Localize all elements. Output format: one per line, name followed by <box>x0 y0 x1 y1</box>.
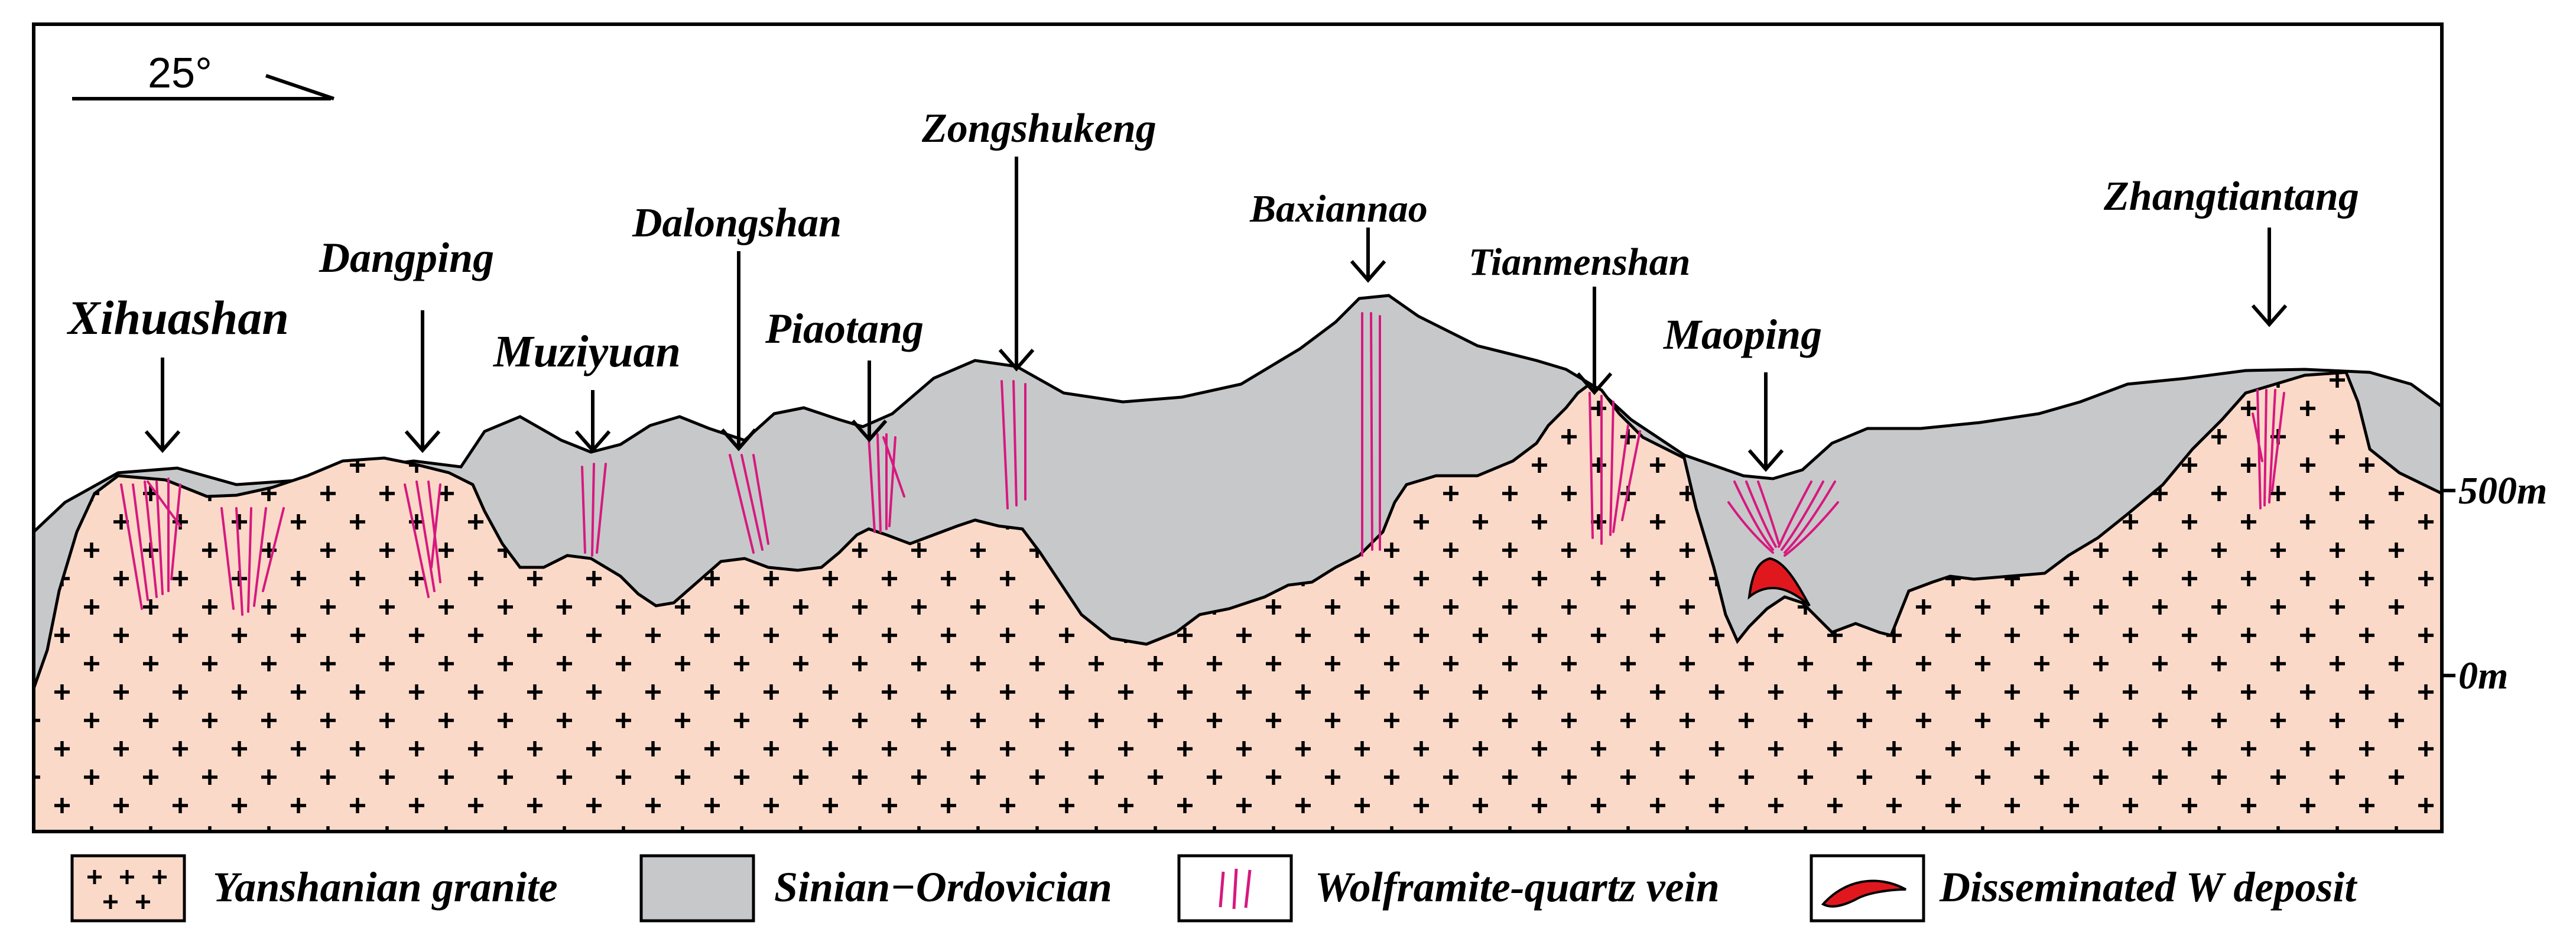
vein-swarm-baxiannao <box>1361 312 1381 557</box>
vein-swarm-dalongshan <box>729 454 769 554</box>
legend-swatch-sinian <box>639 854 755 923</box>
elevation-0m-label: 0m <box>2458 654 2508 697</box>
vein-swarm-zongshukeng <box>1000 380 1026 509</box>
section-frame <box>32 22 2444 833</box>
label-zongshukeng: Zongshukeng <box>921 106 1157 151</box>
arrow-zongshukeng <box>998 157 1035 372</box>
vein-swarm-muziyuan <box>581 463 607 557</box>
arrow-baxiannao <box>1350 228 1386 283</box>
arrow-dalongshan <box>720 251 757 452</box>
elevation-500m-label: 500m <box>2458 469 2547 512</box>
orientation-indicator: 25° <box>72 50 334 100</box>
label-tianmenshan: Tianmenshan <box>1469 241 1690 284</box>
legend-label-granite: Yanshanian granite <box>213 863 558 911</box>
arrow-tianmenshan <box>1576 287 1613 395</box>
vein-swarm-maoping <box>1727 480 1839 557</box>
arrow-xihuashan <box>144 358 181 453</box>
label-dalongshan: Dalongshan <box>632 200 842 246</box>
disseminated-w-deposit-body <box>1747 557 1811 607</box>
vein-swarm-zhangtiantang <box>2252 389 2285 509</box>
arrow-muziyuan <box>574 390 611 453</box>
vein-swarm-xihuashan <box>120 478 285 616</box>
label-baxiannao: Baxiannao <box>1249 187 1428 230</box>
arrow-maoping <box>1747 372 1784 472</box>
vein-swarm-tianmenshan <box>1589 392 1641 545</box>
elevation-scale: 500m 0m <box>2442 469 2547 697</box>
arrow-zhangtiantang <box>2251 228 2288 327</box>
arrow-piaotang <box>851 361 888 443</box>
legend-item-sinian: Sinian−Ordovician <box>639 854 1112 923</box>
section-panel <box>34 294 2442 832</box>
label-dangping: Dangping <box>319 234 494 281</box>
legend-item-vein: Wolframite-quartz vein <box>1177 854 1720 923</box>
yanshanian-granite-body <box>34 371 2442 832</box>
legend-item-granite: Yanshanian granite <box>70 854 558 923</box>
wolframite-quartz-veins <box>120 312 2285 616</box>
label-piaotang: Piaotang <box>765 305 924 352</box>
label-maoping: Maoping <box>1663 311 1822 358</box>
deposit-labels: Xihuashan Dangping Muziyuan Dalongshan P… <box>66 106 2359 376</box>
label-zhangtiantang: Zhangtiantang <box>2103 174 2359 219</box>
label-muziyuan: Muziyuan <box>493 327 681 376</box>
legend-swatch-granite <box>70 854 186 923</box>
orientation-angle: 25° <box>148 50 212 97</box>
vein-swarm-dangping <box>404 480 441 598</box>
deposit-markers <box>144 157 2288 472</box>
vein-swarm-piaotang <box>868 433 905 533</box>
legend: Yanshanian granite Sinian−Ordovician Wol… <box>70 854 2357 923</box>
legend-label-vein: Wolframite-quartz vein <box>1315 863 1720 911</box>
legend-label-disseminated: Disseminated W deposit <box>1939 863 2357 911</box>
legend-label-sinian: Sinian−Ordovician <box>774 863 1112 911</box>
arrow-dangping <box>404 310 441 453</box>
label-xihuashan: Xihuashan <box>66 291 289 345</box>
legend-item-disseminated: Disseminated W deposit <box>1810 854 2357 923</box>
